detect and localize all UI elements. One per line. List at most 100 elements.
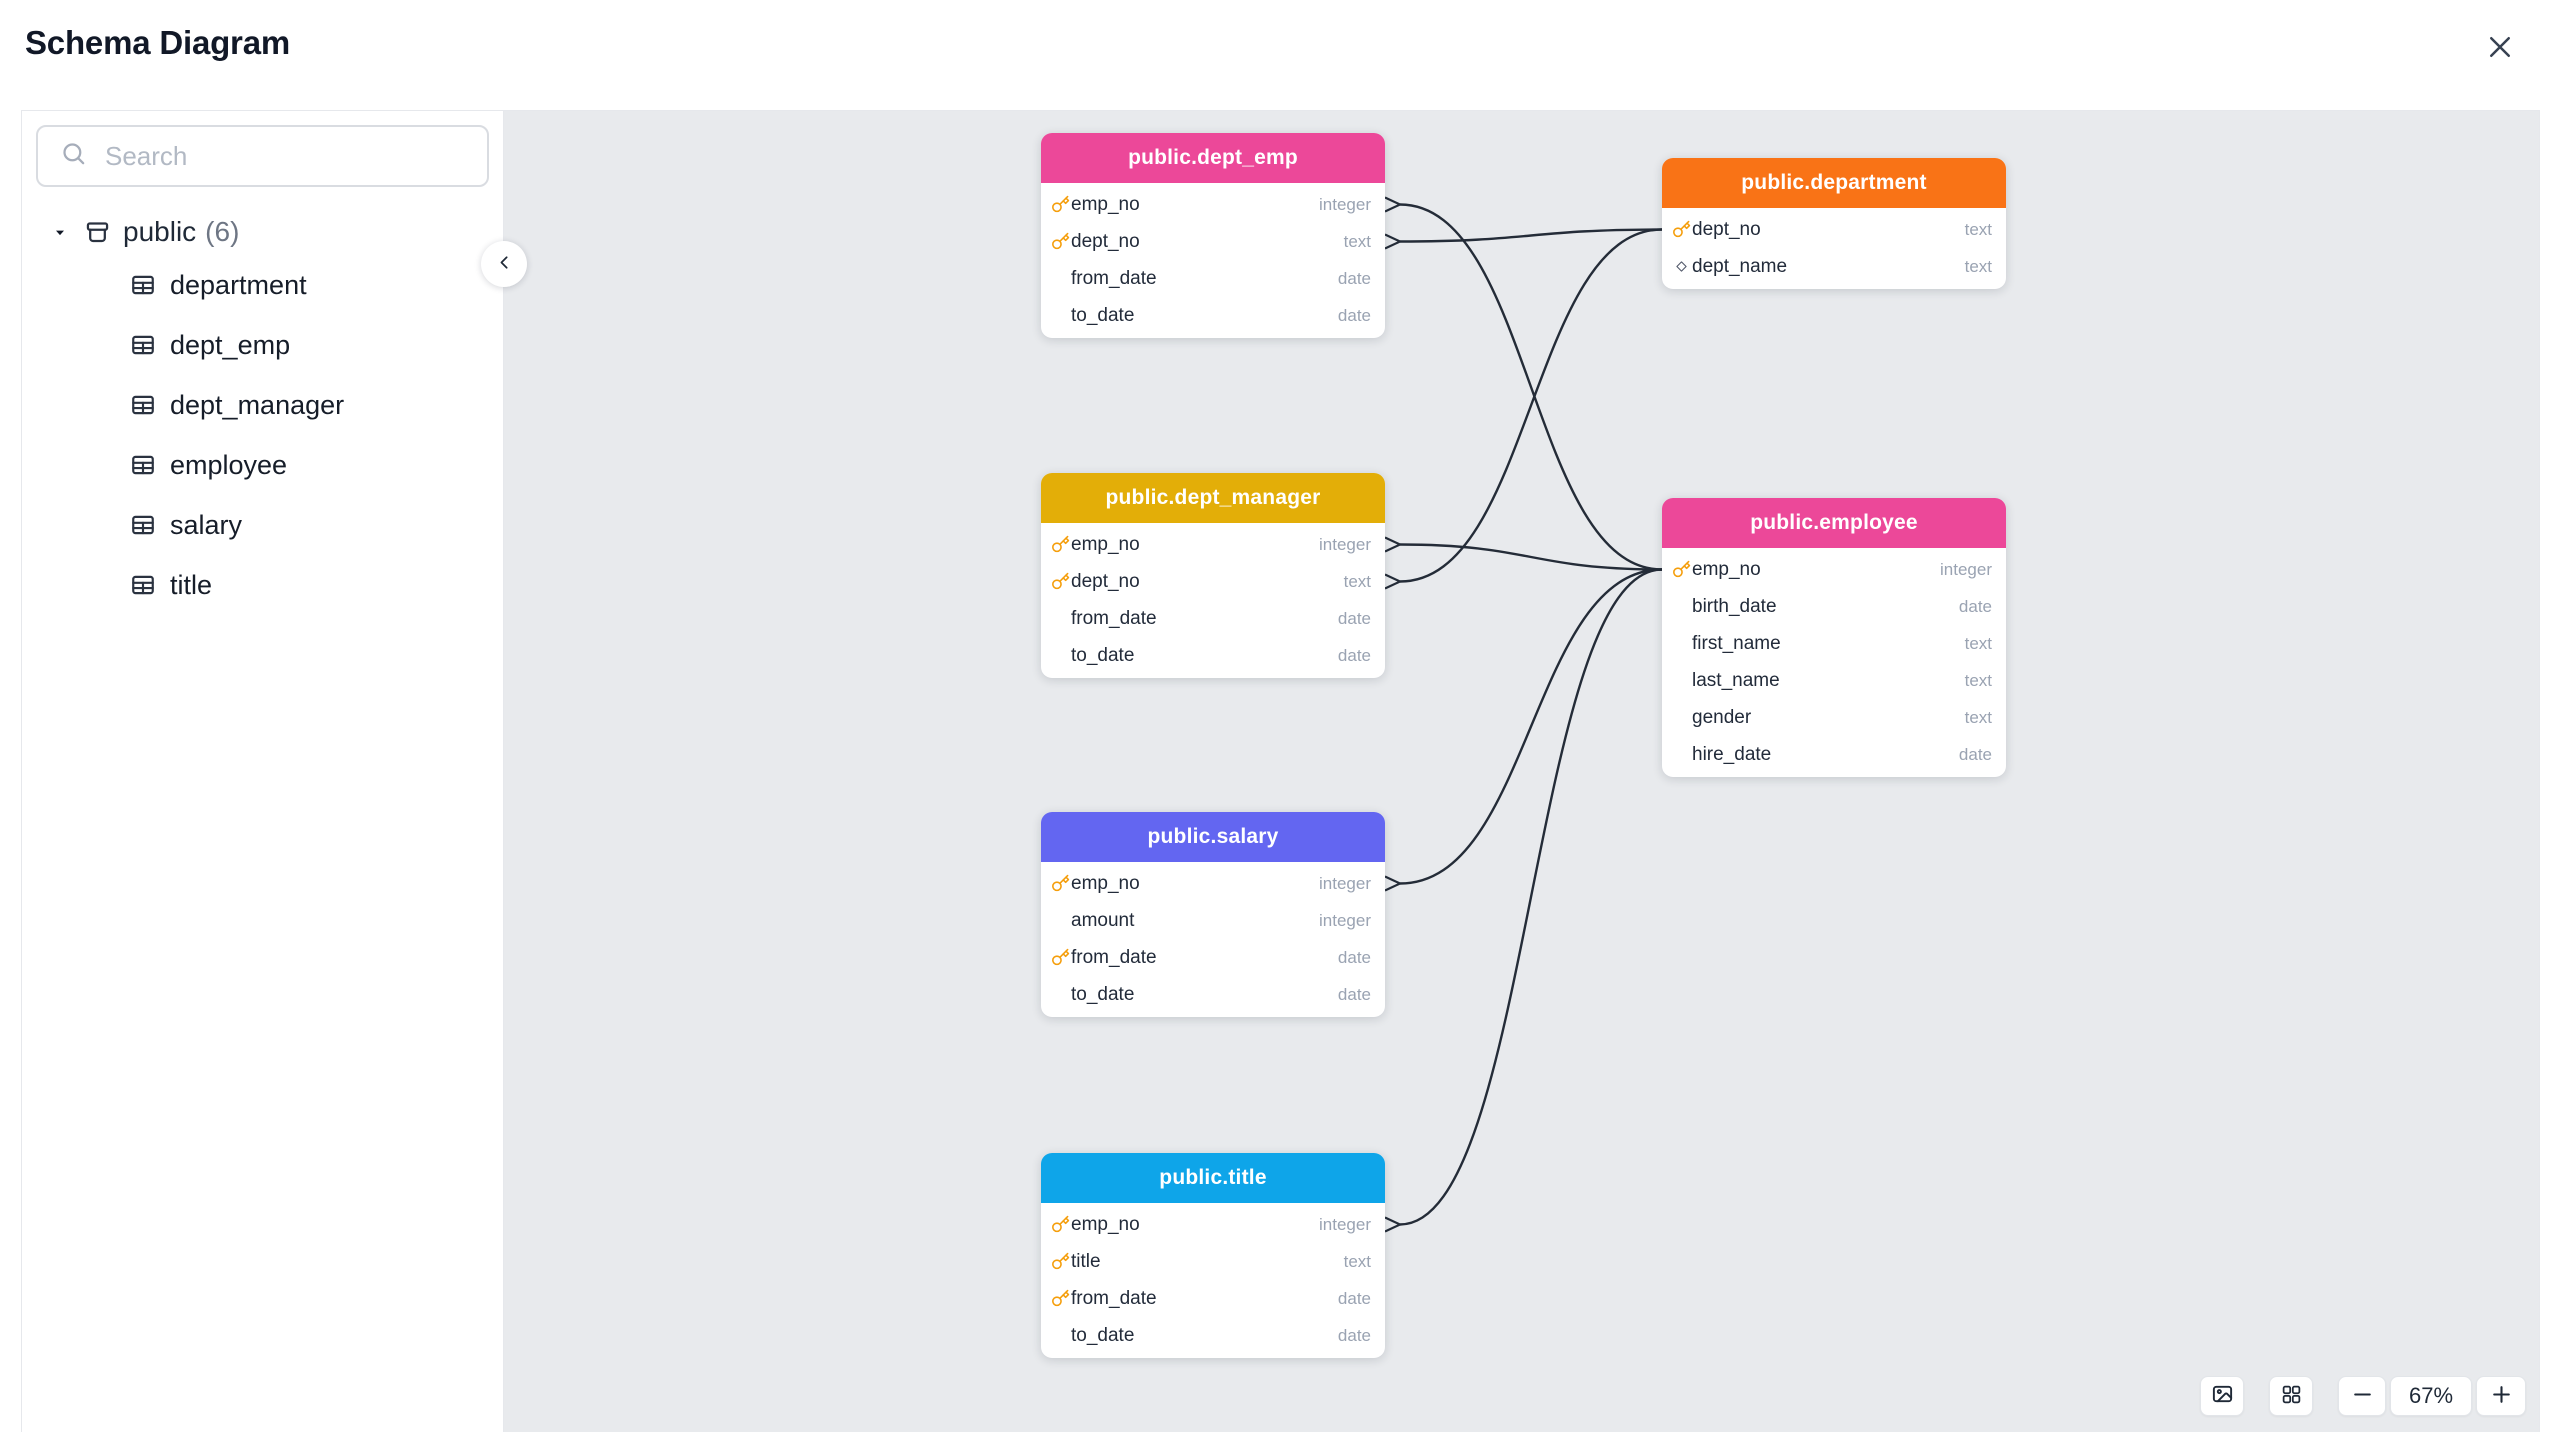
search-icon (63, 143, 85, 165)
column-type: integer (1319, 534, 1371, 554)
column-type: date (1337, 645, 1371, 665)
zoom-out-button[interactable] (2338, 1376, 2386, 1416)
table-icon (132, 515, 154, 535)
image-icon (2212, 1385, 2232, 1403)
zoom-in-button[interactable] (2476, 1376, 2526, 1416)
icon-slot (1670, 670, 1692, 692)
chevron-left-icon (500, 256, 508, 269)
column-type: integer (1940, 559, 1992, 579)
column-type: date (1958, 596, 1992, 616)
column-type: date (1337, 305, 1371, 325)
minus-icon (2353, 1393, 2371, 1396)
table-icon (132, 335, 154, 355)
key-icon (1051, 1252, 1069, 1270)
sidebar-item-department[interactable]: department (36, 255, 489, 315)
title-bar: Schema Diagram (0, 0, 2550, 110)
sidebar-item-employee[interactable]: employee (36, 435, 489, 495)
edge-source-arrow-icon (1384, 536, 1403, 553)
sidebar-item-salary[interactable]: salary (36, 495, 489, 555)
key-icon-slot (1670, 559, 1692, 581)
diamond-icon-slot (1670, 256, 1692, 278)
sidebar-collapse-button[interactable] (481, 241, 527, 287)
caret-down-icon (52, 224, 68, 241)
tree-node-public-schema[interactable]: public (6) (36, 209, 489, 255)
search-input[interactable] (103, 126, 487, 186)
edge-dept_emp.dept_no-department.dept_no (1399, 228, 1663, 243)
close-button[interactable] (2478, 26, 2522, 70)
key-icon-slot (1049, 194, 1071, 216)
column-type: text (1964, 633, 1992, 653)
sidebar-item-dept_manager[interactable]: dept_manager (36, 375, 489, 435)
edge-title.emp_no-employee.emp_no (1399, 568, 1663, 1226)
schema-box-icon (86, 221, 109, 242)
page-title: Schema Diagram (25, 24, 290, 61)
key-icon (1051, 195, 1069, 213)
column-type: date (1337, 984, 1371, 1004)
zoom-controls: 67% (2338, 1376, 2526, 1416)
column-type: text (1343, 231, 1371, 251)
table-icon (132, 275, 154, 295)
table-node-title: public.dept_manager (1041, 473, 1385, 523)
zoom-level: 67% (2390, 1376, 2472, 1416)
column-type: date (1337, 608, 1371, 628)
column-name: last_name (1692, 669, 1780, 691)
icon-slot (1049, 645, 1071, 667)
schema-box-icon (84, 219, 111, 246)
key-icon (1051, 535, 1069, 553)
column-name: to_date (1071, 644, 1135, 666)
column-type: text (1343, 571, 1371, 591)
column-type: text (1964, 707, 1992, 727)
grid-view-button[interactable] (2269, 1376, 2313, 1416)
column-name: dept_name (1692, 255, 1788, 277)
key-icon-slot (1049, 947, 1071, 969)
column-type: date (1337, 1325, 1371, 1345)
column-name: emp_no (1071, 193, 1140, 215)
key-icon-slot (1049, 231, 1071, 253)
sidebar-item-title[interactable]: title (36, 555, 489, 615)
edge-source-arrow-icon (1384, 1216, 1403, 1233)
sidebar-item-dept_emp[interactable]: dept_emp (36, 315, 489, 375)
column-type: date (1337, 1288, 1371, 1308)
key-icon (1051, 874, 1069, 892)
minus-icon (2350, 1382, 2375, 1410)
relationship-edges (1384, 196, 1663, 1233)
column-type: text (1964, 219, 1992, 239)
key-icon (1051, 1215, 1069, 1233)
table-node-title: public.employee (1662, 498, 2006, 548)
image-icon (2211, 1383, 2234, 1409)
column-type: integer (1319, 873, 1371, 893)
sidebar-item-label: salary (170, 509, 243, 540)
export-image-button[interactable] (2200, 1376, 2244, 1416)
column-name: emp_no (1071, 533, 1140, 555)
plus-icon (2492, 1386, 2510, 1403)
edge-dept_emp.emp_no-employee.emp_no (1399, 203, 1663, 571)
column-row: to_date date (1041, 637, 1385, 674)
column-type: date (1337, 947, 1371, 967)
key-icon-slot (1049, 1214, 1071, 1236)
